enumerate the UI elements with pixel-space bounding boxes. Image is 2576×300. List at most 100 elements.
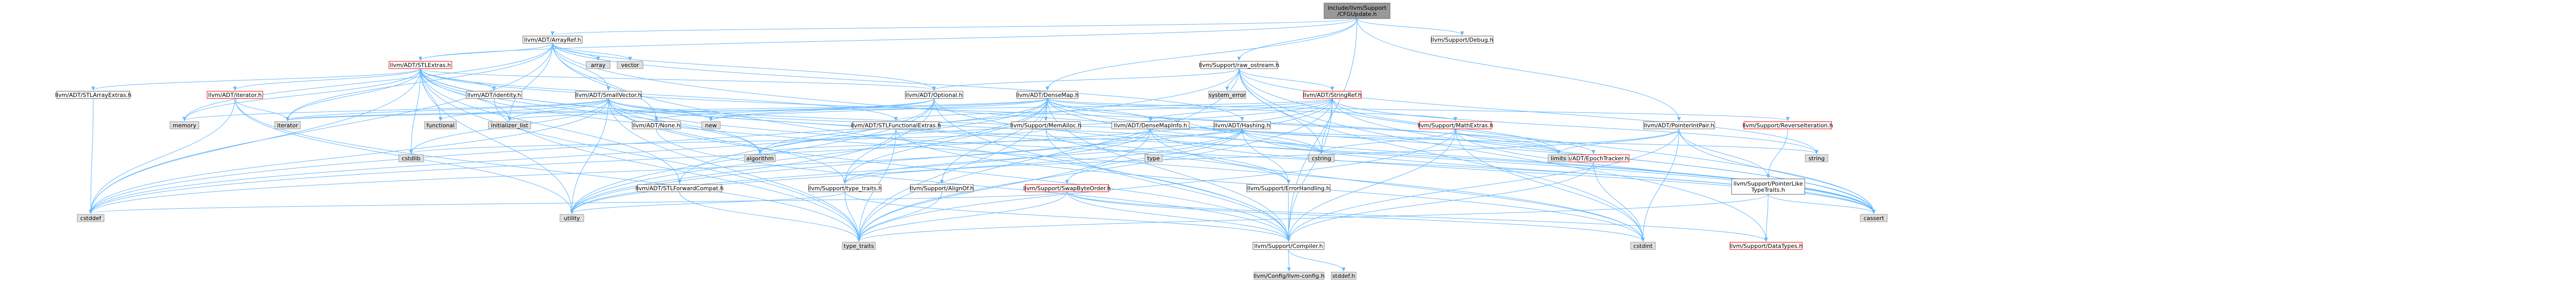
node-cstdint[interactable]: cstdint bbox=[1630, 242, 1656, 250]
edge-stringref-to-typetraits bbox=[859, 98, 1333, 241]
edge-stringref-to-iteratorstd bbox=[287, 98, 1333, 121]
edge-aligntof-to-typetraits bbox=[859, 191, 942, 241]
edge-rawostream-to-stringref bbox=[1239, 68, 1332, 90]
edge-arrayref-to-optional bbox=[552, 43, 935, 90]
edge-optional-to-typetraitsllvm bbox=[845, 98, 935, 184]
node-label-densemapinfo: llvm/ADT/DenseMapInfo.h bbox=[1114, 122, 1188, 129]
edge-hashing-to-string bbox=[1242, 128, 1817, 154]
node-cstddef[interactable]: cstddef bbox=[77, 214, 105, 222]
node-initializerlist[interactable]: initializer_list bbox=[488, 121, 531, 129]
node-systemerror[interactable]: system_error bbox=[1208, 91, 1246, 99]
node-label-identity: llvm/ADT/identity.h bbox=[467, 92, 521, 98]
node-debug[interactable]: llvm/Support/Debug.h bbox=[1431, 36, 1494, 44]
node-none[interactable]: llvm/ADT/None.h bbox=[632, 121, 681, 129]
edge-hashing-to-cassert bbox=[1242, 128, 1874, 213]
edge-densemap-to-reverseiteration bbox=[1047, 98, 1788, 121]
edge-densemap-to-utility bbox=[572, 98, 1048, 213]
node-typetraitsllvm[interactable]: llvm/Support/type_traits.h bbox=[808, 184, 882, 192]
edge-mathextras-to-typetraits bbox=[859, 128, 1456, 241]
node-rawostream[interactable]: llvm/Support/raw_ostream.h bbox=[1199, 61, 1279, 69]
edge-densemap-to-initializerlist bbox=[510, 98, 1048, 121]
node-box-rawostream bbox=[1200, 61, 1278, 69]
node-box-cstdint bbox=[1630, 242, 1656, 250]
node-new[interactable]: new bbox=[701, 121, 721, 129]
node-optional[interactable]: llvm/ADT/Optional.h bbox=[905, 91, 963, 99]
edge-stringref-to-stlfunctionalextras bbox=[896, 98, 1333, 121]
node-label-memalloc: llvm/Support/MemAlloc.h bbox=[1010, 122, 1081, 129]
edge-mathextras-to-cstdint bbox=[1455, 128, 1643, 241]
node-box-datatypes bbox=[1730, 242, 1803, 250]
edge-pointerintpair-to-pointerliketypetraits bbox=[1679, 128, 1768, 178]
node-algorithm[interactable]: algorithm bbox=[744, 154, 776, 162]
node-cstdlib[interactable]: cstdlib bbox=[398, 154, 424, 162]
node-label-functional: functional bbox=[427, 122, 455, 129]
node-reverseiteration[interactable]: llvm/Support/ReverseIteration.h bbox=[1742, 121, 1833, 129]
node-box-utility bbox=[560, 214, 584, 222]
edge-hashing-to-typetraitsllvm bbox=[845, 128, 1243, 184]
edge-root-to-compiler bbox=[1289, 18, 1358, 241]
node-label-root: include/llvm/Support bbox=[1328, 5, 1387, 11]
node-label-llvmconfig: llvm/Config/llvm-config.h bbox=[1253, 273, 1325, 279]
node-swapbyteorder[interactable]: llvm/Support/SwapByteOrder.h bbox=[1023, 184, 1111, 192]
node-label-typetraitsllvm: llvm/Support/type_traits.h bbox=[808, 185, 882, 192]
node-stlarrayextras[interactable]: llvm/ADT/STLArrayExtras.h bbox=[55, 91, 131, 99]
node-label-algorithm: algorithm bbox=[746, 155, 773, 162]
edge-arrayref-to-stlextras bbox=[420, 43, 553, 60]
node-smallvector[interactable]: llvm/ADT/SmallVector.h bbox=[575, 91, 642, 99]
edge-stlextras-to-cstdint bbox=[420, 68, 1643, 241]
edge-root-to-pointerintpair bbox=[1357, 18, 1679, 121]
node-label-arrayref: llvm/ADT/ArrayRef.h bbox=[524, 37, 581, 43]
edge-densemap-to-densemapinfo bbox=[1047, 98, 1150, 121]
node-hashing[interactable]: llvm/ADT/Hashing.h bbox=[1213, 121, 1271, 129]
node-box-cstring bbox=[1308, 154, 1335, 162]
node-vector[interactable]: vector bbox=[617, 61, 643, 69]
node-iteratorstd[interactable]: iterator bbox=[274, 121, 301, 129]
node-aligntof[interactable]: llvm/Support/AlignOf.h bbox=[910, 184, 974, 192]
node-stringref[interactable]: llvm/ADT/StringRef.h bbox=[1303, 91, 1362, 99]
node-cstring[interactable]: cstring bbox=[1308, 154, 1335, 162]
node-datatypes[interactable]: llvm/Support/DataTypes.h bbox=[1730, 242, 1803, 250]
node-stlforwardcompat[interactable]: llvm/ADT/STLForwardCompat.h bbox=[635, 184, 724, 192]
node-cassert[interactable]: cassert bbox=[1860, 214, 1888, 222]
node-stlextras[interactable]: llvm/ADT/STLExtras.h bbox=[388, 61, 452, 69]
node-functional[interactable]: functional bbox=[424, 121, 457, 129]
edge-arrayref-to-initializerlist bbox=[510, 43, 553, 121]
node-label-none: llvm/ADT/None.h bbox=[633, 122, 681, 129]
node-densemapinfo[interactable]: llvm/ADT/DenseMapInfo.h bbox=[1111, 121, 1190, 129]
node-densemap[interactable]: llvm/ADT/DenseMap.h bbox=[1016, 91, 1079, 99]
edge-rawostream-to-cassert bbox=[1239, 68, 1874, 213]
node-epochtracker[interactable]: llvm/ADT/EpochTracker.h bbox=[1557, 154, 1630, 162]
node-label-stlextras: llvm/ADT/STLExtras.h bbox=[390, 62, 451, 69]
edge-stlextras-to-typetraits bbox=[420, 68, 859, 241]
node-arrayref[interactable]: llvm/ADT/ArrayRef.h bbox=[522, 36, 583, 44]
node-llvmconfig[interactable]: llvm/Config/llvm-config.h bbox=[1253, 272, 1325, 280]
node-memory[interactable]: memory bbox=[170, 121, 199, 129]
node-iterator[interactable]: llvm/ADT/iterator.h bbox=[207, 91, 263, 99]
edge-typetraitsllvm-to-utility bbox=[572, 191, 845, 213]
edge-stringref-to-string bbox=[1332, 98, 1817, 154]
node-array[interactable]: array bbox=[586, 61, 611, 69]
node-box-reverseiteration bbox=[1743, 121, 1832, 129]
node-memalloc[interactable]: llvm/Support/MemAlloc.h bbox=[1010, 121, 1081, 129]
node-box-limits bbox=[1548, 154, 1569, 162]
node-typeinfo[interactable]: type bbox=[1144, 154, 1163, 162]
node-pointerintpair[interactable]: llvm/ADT/PointerIntPair.h bbox=[1643, 121, 1715, 129]
node-string[interactable]: string bbox=[1805, 154, 1828, 162]
node-stlfunctionalextras[interactable]: llvm/ADT/STLFunctionalExtras.h bbox=[851, 121, 941, 129]
edge-smallvector-to-utility bbox=[572, 98, 609, 213]
edge-hashing-to-algorithm bbox=[760, 128, 1243, 154]
node-limits[interactable]: limits bbox=[1548, 154, 1569, 162]
node-box-stlarrayextras bbox=[56, 91, 130, 99]
node-typetraits[interactable]: type_traits bbox=[842, 242, 876, 250]
node-label-optional: llvm/ADT/Optional.h bbox=[906, 92, 962, 98]
node-box-stlfunctionalextras bbox=[852, 121, 940, 129]
node-compiler[interactable]: llvm/Support/Compiler.h bbox=[1252, 242, 1325, 250]
edge-stlextras-to-cstdlib bbox=[411, 68, 421, 154]
node-errorhandling[interactable]: llvm/Support/ErrorHandling.h bbox=[1246, 184, 1331, 192]
node-stddef[interactable]: stddef.h bbox=[1331, 272, 1357, 280]
edge-smallvector-to-functional bbox=[440, 98, 609, 121]
node-identity[interactable]: llvm/ADT/identity.h bbox=[466, 91, 522, 99]
node-utility[interactable]: utility bbox=[560, 214, 584, 222]
node-mathextras[interactable]: llvm/Support/MathExtras.h bbox=[1418, 121, 1494, 129]
